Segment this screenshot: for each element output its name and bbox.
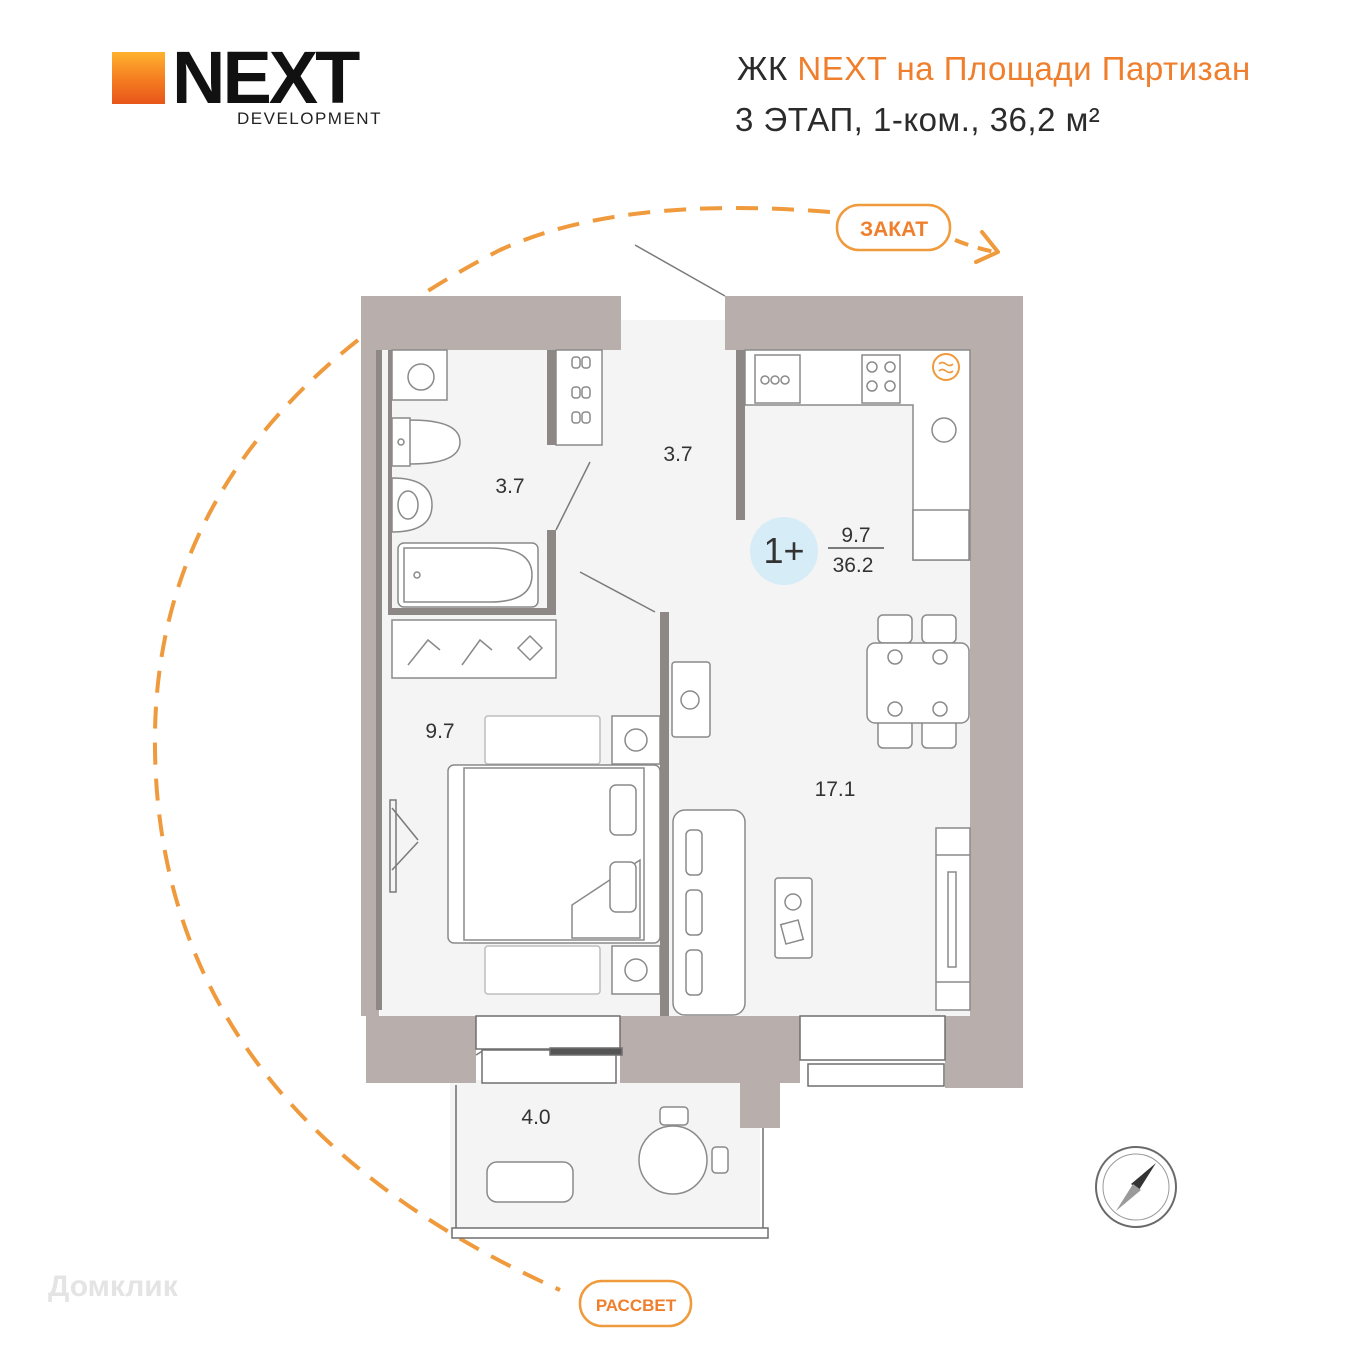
sofa-icon xyxy=(672,809,746,1016)
total-area: 36.2 xyxy=(833,554,874,577)
room-area-kitchen-living: 17.1 xyxy=(815,778,856,801)
apartment-badge xyxy=(750,517,818,585)
logo-wordmark: NEXT xyxy=(172,36,360,119)
living-area: 9.7 xyxy=(841,524,870,547)
toilet-icon xyxy=(391,417,461,467)
boiler-icon xyxy=(932,353,960,381)
dining-table xyxy=(866,614,970,749)
room-area-bedroom: 9.7 xyxy=(425,720,454,743)
logo-mark xyxy=(112,52,165,104)
sun-path-tail xyxy=(954,238,996,254)
bedroom-furniture xyxy=(447,715,661,995)
shelf-bottom-icon xyxy=(484,945,601,995)
bench-icon xyxy=(486,1161,574,1203)
room-area-balcony: 4.0 xyxy=(521,1106,550,1129)
sunset-pill xyxy=(835,203,952,252)
partitions xyxy=(376,350,745,1016)
balcony-furniture xyxy=(486,1106,729,1203)
project-title: ЖК NEXT на Площади Партизан xyxy=(737,50,1251,88)
sink-kitchen-icon xyxy=(754,354,801,404)
hallway-fixtures xyxy=(391,349,603,679)
sun-path-arc xyxy=(152,206,831,1292)
room-area-bathroom: 3.7 xyxy=(495,475,524,498)
sunset-arrow-icon xyxy=(974,230,1000,264)
compass-icon xyxy=(1095,1146,1177,1228)
balcony-floor xyxy=(450,1080,760,1235)
windows xyxy=(451,1015,946,1239)
shelf-top-icon xyxy=(484,715,601,765)
room-area-hallway: 3.7 xyxy=(663,443,692,466)
kitchen-fixtures xyxy=(744,349,971,561)
living-furniture xyxy=(671,661,971,1016)
bathroom-fixtures xyxy=(391,349,539,608)
project-name: NEXT на Площади Партизан xyxy=(797,50,1251,87)
walls xyxy=(361,296,1023,1128)
logo-subtitle: DEVELOPMENT xyxy=(237,109,382,128)
fridge-icon xyxy=(912,509,970,561)
sunrise-pill xyxy=(578,1279,693,1328)
sunrise-label: РАССВЕТ xyxy=(596,1296,677,1315)
apartment-details: 3 ЭТАП, 1-ком., 36,2 м² xyxy=(735,101,1101,138)
round-table-icon xyxy=(638,1125,708,1195)
title-prefix: ЖК xyxy=(737,50,798,87)
watermark: Домклик xyxy=(48,1270,178,1303)
cooktop-icon xyxy=(861,354,901,404)
coffee-table-icon xyxy=(774,877,813,959)
badge-label: 1+ xyxy=(763,530,804,571)
sunset-label: ЗАКАТ xyxy=(860,218,928,241)
